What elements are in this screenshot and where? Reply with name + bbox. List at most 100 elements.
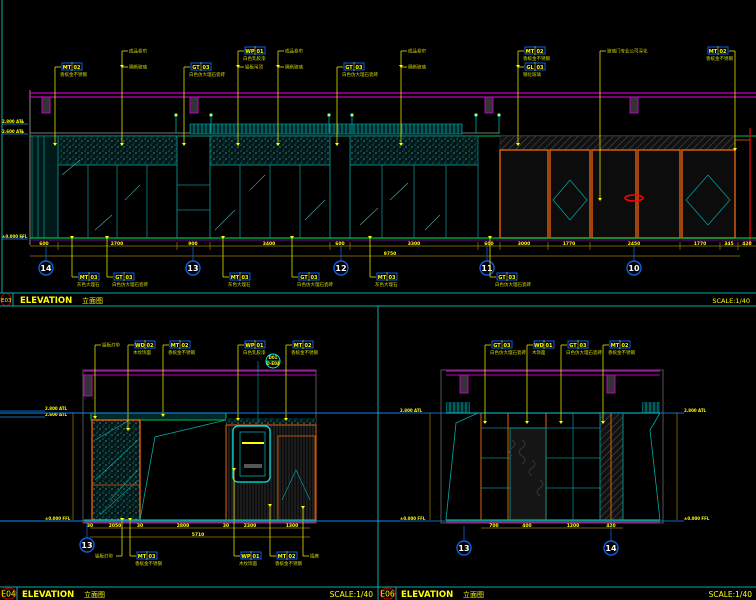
- tag-code: GT: [192, 65, 200, 71]
- arrow-icon: [276, 143, 280, 146]
- tag-code: GT: [300, 275, 308, 281]
- dimension-label: 600: [39, 241, 48, 247]
- arrow-icon: [399, 65, 403, 68]
- arrow-icon: [53, 143, 57, 146]
- tag-label: 香槟金不锈钢: [706, 55, 733, 62]
- level-marker: 2.600 ATL: [0, 412, 68, 418]
- note-label: 铝板灯带: [95, 553, 113, 560]
- level-label: 2.600 ATL: [45, 412, 68, 417]
- tag-number: 01: [253, 554, 260, 560]
- grid-bubble: [38, 260, 54, 276]
- arrow-icon: [221, 236, 225, 239]
- note-callout: 铝板吊顶: [236, 64, 263, 71]
- tag-number: 03: [126, 275, 133, 281]
- level-label: ±0.000 FFL: [2, 234, 28, 239]
- tag-number: 02: [147, 343, 154, 349]
- tag-code: MT: [171, 343, 180, 349]
- tag-number: 02: [305, 343, 312, 349]
- tag-label: 白色仿大理石瓷砖: [495, 281, 531, 288]
- level-label: 2.800 ATL: [684, 408, 707, 413]
- grid-bubble: [479, 260, 495, 276]
- note-label: 插座: [310, 553, 319, 560]
- note-label: 隔断玻璃: [129, 64, 147, 71]
- tag-label: 灰色大理石: [375, 281, 398, 288]
- mirror-frame: [232, 425, 271, 483]
- arrow-icon: [733, 148, 737, 151]
- note-callout: 插座: [301, 506, 319, 560]
- dimension-label: 1300: [286, 523, 299, 529]
- panel-scale: SCALE:1/40: [330, 590, 374, 599]
- arrow-icon: [276, 65, 280, 68]
- grid-bubble: [79, 537, 95, 553]
- arrow-icon: [120, 65, 124, 68]
- arrow-icon: [399, 143, 403, 146]
- panel-code: E06: [380, 590, 395, 599]
- note-callout: 玻璃门专业公司深化: [598, 48, 648, 201]
- revision-cloud: [624, 194, 644, 202]
- grid-label: 14: [40, 264, 52, 273]
- grid-bubble: [603, 540, 619, 556]
- level-marker: ±0.000 FFL: [2, 234, 28, 240]
- arrow-icon: [105, 236, 109, 239]
- dimension-label: 420: [742, 241, 751, 247]
- tag-label: 白色乳胶漆: [243, 55, 266, 62]
- tag-number: 01: [546, 343, 553, 349]
- level-triangle-icon: [20, 236, 24, 239]
- note-label: 成品卷帘: [408, 48, 426, 55]
- grid-label: 14: [605, 544, 617, 553]
- panel-code: E04: [1, 590, 16, 599]
- grid-label: 13: [187, 264, 198, 273]
- tag-code: GT: [569, 343, 577, 349]
- tag-number: 03: [91, 275, 98, 281]
- grid-marker: 14: [603, 526, 619, 556]
- tag-number: 02: [537, 49, 544, 55]
- tag-code: MT: [294, 343, 303, 349]
- arrow-icon: [368, 236, 372, 239]
- dimension-label: 5710: [192, 532, 205, 538]
- tag-number: 01: [257, 49, 264, 55]
- tag-number: 02: [182, 343, 189, 349]
- level-label: 2.800 ATL: [400, 408, 423, 413]
- note-callout: 铝板灯带: [95, 518, 124, 560]
- dimension-label: 2300: [244, 523, 257, 529]
- tag-label: 钢化玻璃: [523, 71, 541, 78]
- level-marker: 2.800 ATL: [2, 119, 28, 125]
- tag-code: WP: [245, 49, 255, 55]
- grid-bubble: [333, 260, 349, 276]
- tag-code: MT: [378, 275, 387, 281]
- tag-code: MT: [63, 65, 72, 71]
- detail-ref: D-E04: [266, 361, 280, 366]
- grid-marker: 10: [626, 246, 642, 276]
- level-marker: ±0.000 FFL: [0, 516, 71, 522]
- level-label: ±0.000 FFL: [400, 516, 426, 521]
- arrow-icon: [128, 518, 132, 521]
- arrow-icon: [161, 414, 165, 417]
- tag-number: 02: [289, 554, 296, 560]
- arrow-icon: [120, 143, 124, 146]
- dimension-label: 600: [335, 241, 344, 247]
- grid-label: 13: [458, 544, 469, 553]
- tag-number: 03: [149, 554, 156, 560]
- arrow-icon: [236, 418, 240, 421]
- light-fixtures: [174, 113, 501, 133]
- level-triangle-icon: [20, 121, 24, 124]
- grid-label: 10: [628, 264, 640, 273]
- dimension-label: 30: [137, 523, 143, 529]
- grid-label: 11: [481, 264, 493, 273]
- tag-number: 03: [356, 65, 363, 71]
- grid-marker: 13: [456, 526, 472, 556]
- note-label: 隔断玻璃: [408, 64, 426, 71]
